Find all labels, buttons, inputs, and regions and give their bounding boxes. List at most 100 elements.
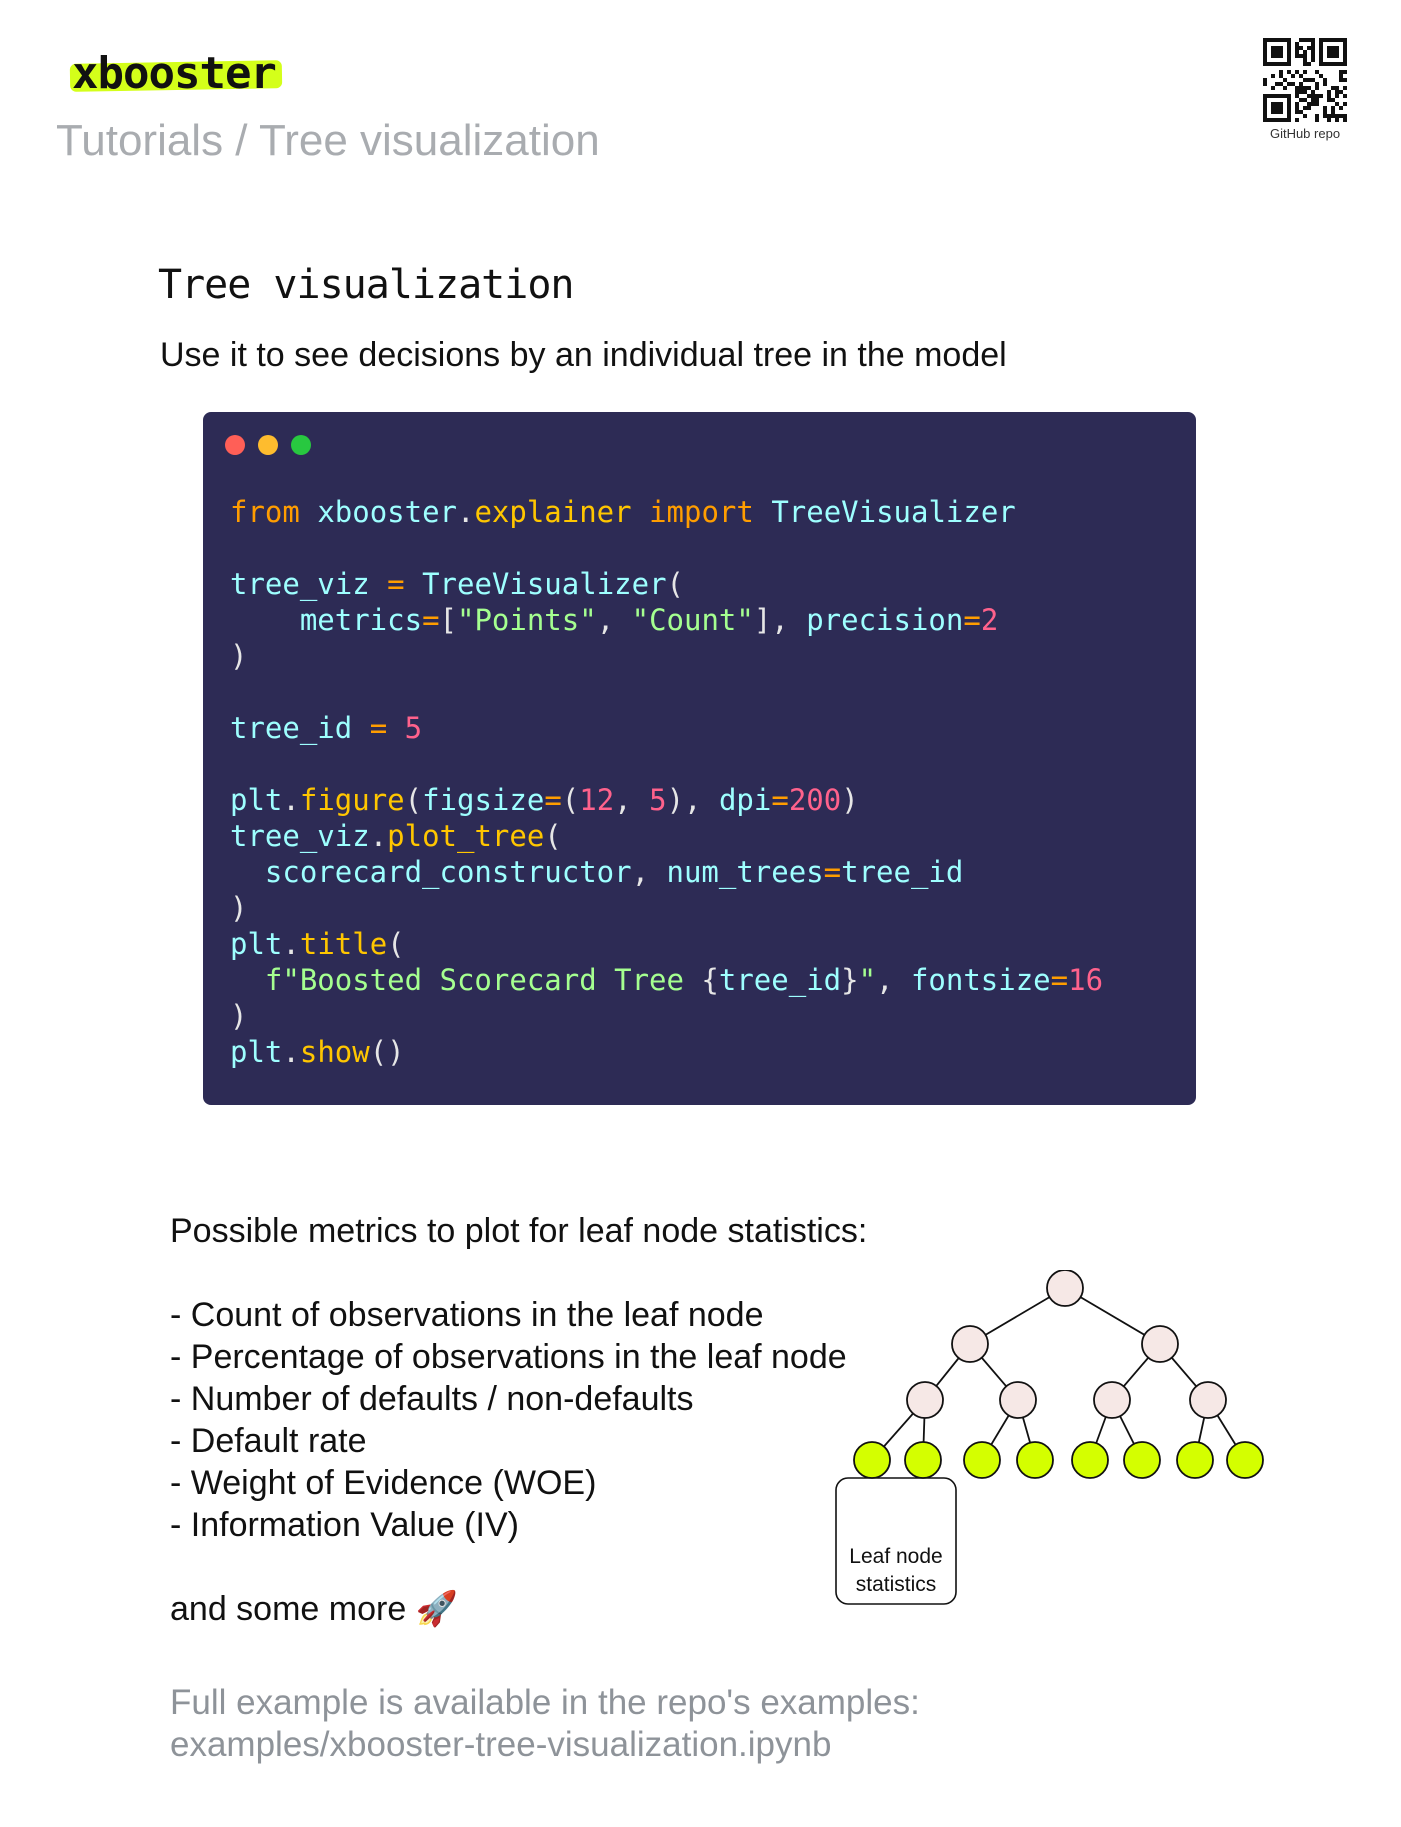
leaf-label-line1: Leaf node — [849, 1545, 942, 1568]
code-token: ], — [753, 603, 807, 637]
code-token: dpi — [718, 783, 772, 817]
code-line: plt.title( — [230, 926, 1103, 962]
code-token: plt — [230, 927, 283, 961]
metric-item: - Weight of Evidence (WOE) — [170, 1464, 597, 1502]
footer-line-2: examples/xbooster-tree-visualization.ipy… — [170, 1725, 832, 1764]
code-token: . — [457, 495, 475, 529]
code-line: from xbooster.explainer import TreeVisua… — [230, 494, 1103, 530]
metrics-outro: and some more 🚀 — [170, 1590, 459, 1628]
internal-node — [1141, 1325, 1179, 1363]
qr-label: GitHub repo — [1269, 126, 1341, 141]
leaf-label-line2: statistics — [856, 1573, 937, 1596]
code-token: plt — [230, 783, 283, 817]
metric-item: - Count of observations in the leaf node — [170, 1296, 764, 1334]
code-token: f"Boosted Scorecard Tree — [264, 963, 702, 997]
code-token — [370, 567, 387, 601]
code-token: ), — [666, 783, 719, 817]
metric-item: - Default rate — [170, 1422, 367, 1460]
brand-logo: xbooster — [69, 48, 283, 99]
page-subtitle: Use it to see decisions by an individual… — [160, 336, 1007, 374]
leaf-node — [904, 1441, 942, 1479]
code-token: [ — [439, 603, 457, 637]
leaf-node — [1123, 1441, 1161, 1479]
code-token: . — [282, 1035, 300, 1069]
code-token: { — [701, 963, 719, 997]
internal-node — [1189, 1381, 1227, 1419]
code-token: metrics — [299, 603, 423, 637]
code-token: TreeVisualizer — [771, 495, 1016, 529]
code-token: = — [963, 603, 981, 637]
metric-item: - Information Value (IV) — [170, 1506, 519, 1544]
code-token: () — [369, 1035, 405, 1069]
code-token — [632, 495, 649, 529]
code-line: ) — [230, 890, 1103, 926]
code-token: 5 — [649, 783, 667, 817]
code-token: ( — [544, 819, 562, 853]
window-close-dot-icon — [225, 435, 245, 455]
tree-edges — [871, 1287, 1246, 1461]
code-token: } — [841, 963, 859, 997]
code-token: tree_viz — [230, 819, 370, 853]
page-title: Tree visualization — [158, 262, 574, 308]
code-token — [387, 711, 404, 745]
code-token: = — [369, 711, 388, 745]
code-token: . — [369, 819, 388, 853]
tree-diagram: Leaf node statistics — [835, 1270, 1264, 1605]
metric-item: - Number of defaults / non-defaults — [170, 1380, 694, 1418]
brand-text: xbooster — [72, 48, 277, 99]
leaf-node — [1016, 1441, 1054, 1479]
code-token: xbooster — [317, 495, 457, 529]
code-token: 2 — [980, 603, 999, 637]
leaf-node — [963, 1441, 1001, 1479]
code-token: = — [823, 855, 842, 889]
code-line — [230, 674, 1103, 710]
code-token: plot_tree — [387, 819, 545, 853]
metric-item: - Percentage of observations in the leaf… — [170, 1338, 847, 1376]
code-token: from — [230, 495, 300, 529]
code-line: plt.show() — [230, 1034, 1103, 1070]
leaf-node — [1176, 1441, 1214, 1479]
code-token: plt — [230, 1035, 283, 1069]
code-token: , — [614, 783, 650, 817]
internal-node — [906, 1381, 944, 1419]
code-token: ( — [387, 927, 405, 961]
code-token: . — [282, 783, 300, 817]
code-token: ) — [841, 783, 859, 817]
internal-node — [1046, 1270, 1084, 1307]
code-line: tree_viz.plot_tree( — [230, 818, 1103, 854]
internal-node — [951, 1325, 989, 1363]
code-token: tree_id — [841, 855, 964, 889]
code-token: = — [1050, 963, 1069, 997]
code-token: = — [771, 783, 789, 817]
code-token: tree_id — [230, 711, 353, 745]
code-token: 16 — [1068, 963, 1104, 997]
code-token: = — [544, 783, 562, 817]
window-maximize-dot-icon — [291, 435, 311, 455]
code-token: , — [596, 603, 632, 637]
code-token — [230, 603, 300, 637]
footer-note: Full example is available in the repo's … — [170, 1682, 920, 1766]
code-line: metrics=["Points", "Count"], precision=2 — [230, 602, 1103, 638]
code-token — [352, 711, 369, 745]
code-token: scorecard_constructor — [264, 855, 632, 889]
code-line: tree_viz = TreeVisualizer( — [230, 566, 1103, 602]
code-token — [300, 495, 317, 529]
footer-line-1: Full example is available in the repo's … — [170, 1683, 920, 1722]
code-token: , — [876, 963, 911, 997]
code-token: explainer — [474, 495, 632, 529]
code-token: tree_id — [718, 963, 842, 997]
code-line: ) — [230, 998, 1103, 1034]
code-token: show — [299, 1035, 370, 1069]
code-token: ( — [404, 783, 423, 817]
code-block: from xbooster.explainer import TreeVisua… — [230, 494, 1103, 1070]
code-line: scorecard_constructor, num_trees=tree_id — [230, 854, 1103, 890]
internal-node — [999, 1381, 1037, 1419]
code-line: ) — [230, 638, 1103, 674]
code-token: ) — [230, 891, 248, 925]
code-token: ( — [666, 567, 684, 601]
code-line — [230, 746, 1103, 782]
qr-code-icon[interactable] — [1263, 38, 1347, 122]
code-token: = — [387, 567, 405, 601]
code-token: ) — [230, 639, 248, 673]
code-token: = — [422, 603, 440, 637]
